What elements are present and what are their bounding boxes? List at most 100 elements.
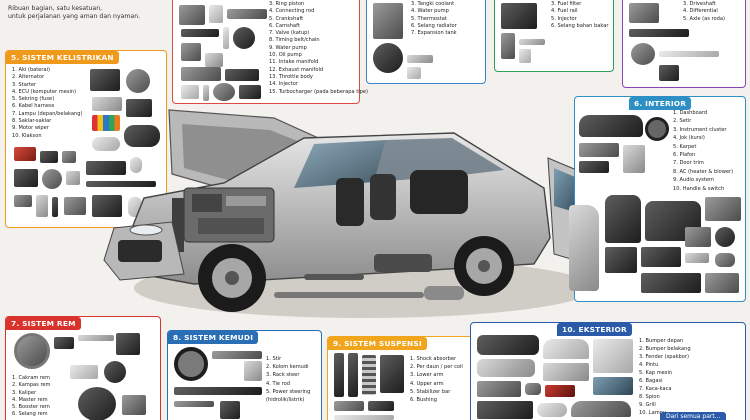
headliner-image [705,197,741,221]
front-wheel [198,244,266,312]
exhaust-pipe [274,292,424,298]
cooling-panel: 3. Tangki coolant 4. Water pump 5. Therm… [366,0,486,84]
list-item: 3. Driveshaft [683,1,716,7]
wheel-arch-image [571,401,631,417]
interior-panel: 6. INTERIOR 1. Dashboard 2. Setir 3. Ins… [569,96,746,302]
steering-wheel-image [645,117,669,141]
list-item: 5. Axle (as roda) [683,15,725,22]
tagline: Ribuan bagian, satu kesatuan, untuk perj… [8,5,140,21]
dashboard-image [579,115,643,137]
list-item: 7. Kaca-kaca [639,386,672,392]
relay-image [62,151,76,163]
list-item: 2. Per daun / per coil [410,364,463,371]
exterior-panel: 10. EKSTERIOR 1. Bumper depan 2. Bumper … [470,322,746,420]
list-item: 8. AC (heater & blower) [673,168,734,175]
differential-image [631,43,655,65]
list-item: 3. Instrument cluster [673,126,727,133]
ecu-image [126,99,152,117]
list-item: 7. Expansion tank [411,30,457,37]
list-item: 7. Lampu (depan/belakang) [12,110,83,117]
list-item: 2. Kolom kemudi [266,364,309,371]
wiper-motor-image [14,169,38,187]
fuel-parts-list: 3. Fuel filter 4. Fuel rail 5. Injector … [551,1,608,30]
list-item: 9. Audio system [673,177,714,184]
spark-plug-image [52,197,58,217]
steering-parts-list: 1. Stir 2. Kolom kemudi 3. Rack steer 4.… [266,355,320,404]
list-item: 3. Kaliper [12,389,37,396]
list-item: 4. Pintu [639,362,659,368]
hood-image [543,363,589,381]
steering-panel: 8. SISTEM KEMUDI 1. Stir 2. Kolom kemudi… [167,330,322,420]
list-item: 6. Bushing [410,397,437,404]
rear-seat [410,170,468,214]
interior-title: 6. INTERIOR [629,97,692,110]
injector-image [203,85,209,101]
power-steering-pump-image [220,401,240,419]
drivetrain-panel: 3. Driveshaft 4. Differential 5. Axle (a… [622,0,746,88]
list-item: 3. Starter [12,81,37,88]
suspension-arm [304,274,364,280]
electrical-panel: 5. SISTEM KELISTRIKAN 1. Aki (baterai) 2… [5,50,167,228]
gasket-image [239,85,261,99]
suspension-parts-list: 1. Shock absorber 2. Per daun / per coil… [410,355,463,404]
drivetrain-parts-list: 3. Driveshaft 4. Differential 5. Axle (a… [683,1,725,23]
list-item: 14. Injector [269,81,299,88]
engine-panel: 3. Ring piston 4. Connecting rod 5. Cran… [172,0,368,104]
oil-pump-image [205,53,223,67]
list-item: 6. Selang radiator [411,22,457,29]
brake-disc-image [14,333,50,369]
axle-image [659,51,719,57]
sensor-image [66,171,80,185]
brake-booster-image [78,387,116,420]
rear-wheel [454,236,514,296]
list-item: 6. Kabel harness [12,103,55,110]
list-item: 4. Fuel rail [551,8,578,15]
front-seat-image [605,195,641,243]
tie-rod-image [174,401,214,407]
side-mirror-image [525,383,541,395]
car-drawing [103,109,594,318]
expansion-tank-image [407,67,421,79]
brake-parts-list: 1. Cakram rem 2. Kampas rem 3. Kaliper 4… [12,375,51,419]
grille [118,240,162,262]
door-panel-image [623,145,645,173]
list-item: 13. Throttle body [269,73,313,80]
list-item: 10. Lampu [639,410,667,416]
tail-light-image [545,385,575,397]
cooling-fan-image [373,43,403,73]
brake-pad-image [54,337,74,349]
list-item: 9. Grill [639,402,656,408]
ecu-module-image [92,195,122,217]
fuel-pump-image [501,33,515,59]
list-item: 5. Kap mesin [639,370,673,376]
caliper-image [116,333,140,355]
rack-steer-image [174,387,262,395]
interior-parts-list: 1. Dashboard 2. Setir 3. Instrument clus… [673,109,733,193]
car-cutaway-illustration [74,78,594,338]
trunk-lid-image [477,401,533,419]
seat-cushion-image [641,273,701,293]
list-item: 5. Sekring (fuse) [12,96,55,103]
windshield [294,140,386,188]
tagline-line-1: Ribuan bagian, satu kesatuan, [8,5,103,12]
bulb-image [130,157,142,173]
list-item: 7. Door trim [673,160,704,167]
car-door-image [569,205,599,291]
list-item: 3. Ring piston [269,1,305,7]
speaker-image [715,227,735,247]
list-item: 5. Karpet [673,143,697,150]
center-console-image [579,161,609,173]
instrument-cluster-image [579,143,619,157]
list-item: 2. Kampas rem [12,382,51,389]
list-item: 1. Stir [266,356,282,362]
list-item: 5. Power steering (hidrolik/listrik) [266,388,311,404]
transmission-image [629,3,659,23]
cooling-parts-list: 3. Tangki coolant 4. Water pump 5. Therm… [411,1,457,37]
horn-image [42,169,62,189]
list-item: 5. Booster rem [12,404,50,411]
steering-wheel-part-image [174,347,208,381]
throttle-body-image [181,85,199,99]
list-item: 3. Fender (spakbor) [639,354,689,360]
bottom-note: Dari semua part... [660,412,727,420]
fuel-tank-image [501,3,537,29]
